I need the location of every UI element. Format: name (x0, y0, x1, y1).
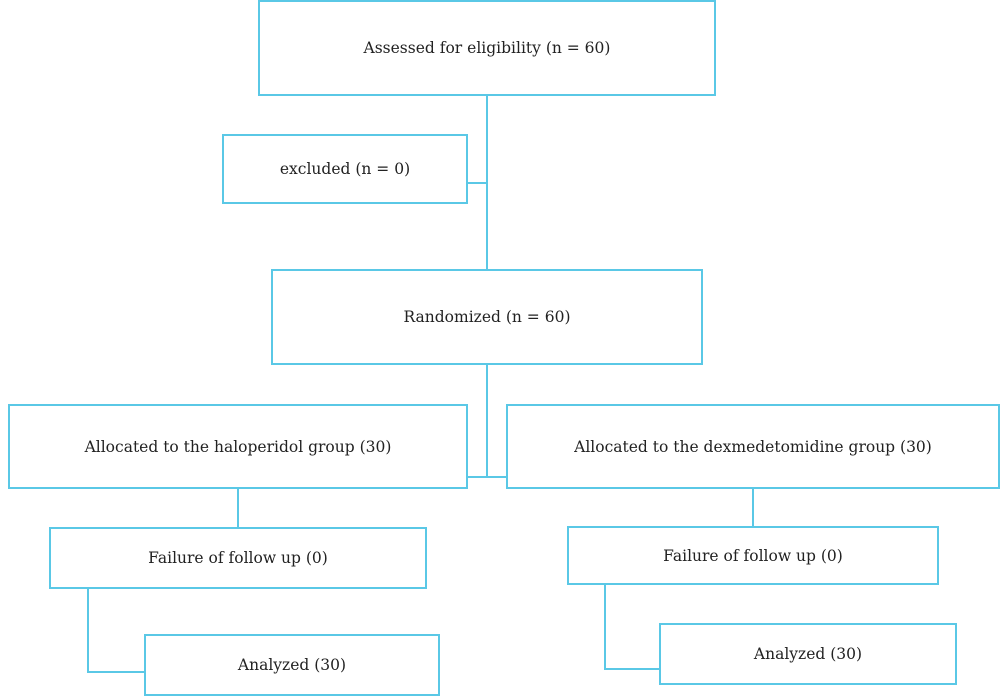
haloperidol-failure-label: Failure of follow up (0) (148, 549, 328, 567)
dexmedetomidine-failure-box: Failure of follow up (0) (567, 526, 939, 585)
assessed-label: Assessed for eligibility (n = 60) (363, 39, 611, 57)
assessed-box: Assessed for eligibility (n = 60) (258, 0, 716, 96)
connector-dexmedetomidine-failure-to-analyzed (604, 584, 660, 670)
excluded-label: excluded (n = 0) (279, 160, 411, 178)
haloperidol-allocation-box: Allocated to the haloperidol group (30) (8, 404, 468, 489)
dexmedetomidine-analyzed-label: Analyzed (30) (753, 645, 863, 663)
haloperidol-analyzed-label: Analyzed (30) (237, 656, 347, 674)
dexmedetomidine-analyzed-box: Analyzed (30) (659, 623, 957, 685)
connector-randomized-to-allocation (468, 365, 507, 478)
randomized-label: Randomized (n = 60) (403, 308, 571, 326)
connector-haloperidol-failure-to-analyzed (87, 588, 145, 673)
dexmedetomidine-allocation-box: Allocated to the dexmedetomidine group (… (506, 404, 1000, 489)
dexmedetomidine-allocation-label: Allocated to the dexmedetomidine group (… (574, 437, 932, 456)
haloperidol-failure-box: Failure of follow up (0) (49, 527, 427, 589)
dexmedetomidine-failure-label: Failure of follow up (0) (663, 546, 843, 565)
haloperidol-allocation-label: Allocated to the haloperidol group (30) (84, 437, 392, 456)
randomized-box: Randomized (n = 60) (271, 269, 703, 365)
excluded-box: excluded (n = 0) (222, 134, 468, 204)
haloperidol-analyzed-box: Analyzed (30) (144, 634, 440, 696)
